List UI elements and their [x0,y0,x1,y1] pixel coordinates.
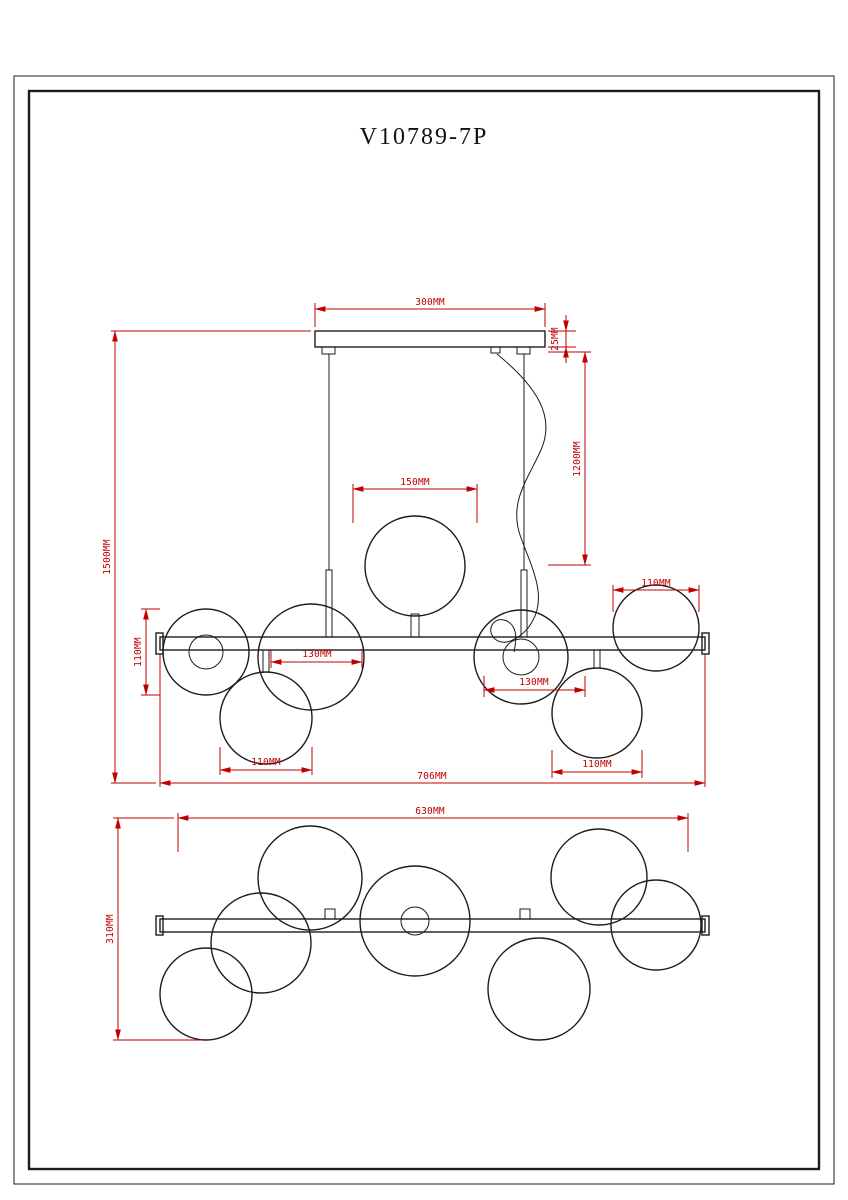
dim-right-spacing: 130MM [483,676,586,697]
dim-canopy-width: 300MM [314,297,546,327]
dim-canopy-thickness: 25MM [548,315,576,363]
glass-globes-plan [159,825,702,1041]
svg-text:1200MM: 1200MM [572,441,583,477]
svg-text:150MM: 150MM [400,477,430,488]
svg-text:110MM: 110MM [133,637,144,667]
horizontal-bar-plan [155,908,710,936]
dim-bottom-left-globe: 110MM [219,747,313,775]
dim-left-spacing: 130MM [270,649,363,668]
svg-text:130MM: 130MM [519,677,549,688]
elevation-view: 300MM 25MM 1500MM 1200MM [102,297,710,787]
dim-cord-length: 1200MM [548,351,591,566]
dim-bottom-right-globe: 110MM [551,750,643,778]
svg-text:110MM: 110MM [641,578,671,589]
svg-text:110MM: 110MM [251,757,281,768]
svg-text:1500MM: 1500MM [102,539,113,575]
drawing-title: V10789-7P [360,124,489,150]
suspension-rods [325,354,528,638]
dim-plan-depth: 310MM [105,817,202,1041]
horizontal-bar [155,632,710,655]
dim-large-globe: 150MM [352,477,478,523]
svg-text:706MM: 706MM [417,771,447,782]
dim-plan-width: 630MM [177,806,689,852]
dim-left-globe: 110MM [133,608,160,696]
svg-text:310MM: 310MM [105,914,116,944]
dim-top-right-globe: 110MM [612,578,700,612]
svg-text:25MM: 25MM [550,327,561,351]
ceiling-canopy [314,330,546,355]
svg-text:630MM: 630MM [415,806,445,817]
dim-overall-height: 1500MM [102,330,311,784]
sheet-border [13,75,835,1185]
glass-globes-elevation [162,515,700,765]
plan-view: 630MM 310MM [105,806,710,1041]
svg-text:110MM: 110MM [582,759,612,770]
dim-overall-width: 706MM [159,654,706,787]
power-cord-icon [490,353,547,653]
svg-text:130MM: 130MM [302,649,332,660]
svg-text:300MM: 300MM [415,297,445,308]
